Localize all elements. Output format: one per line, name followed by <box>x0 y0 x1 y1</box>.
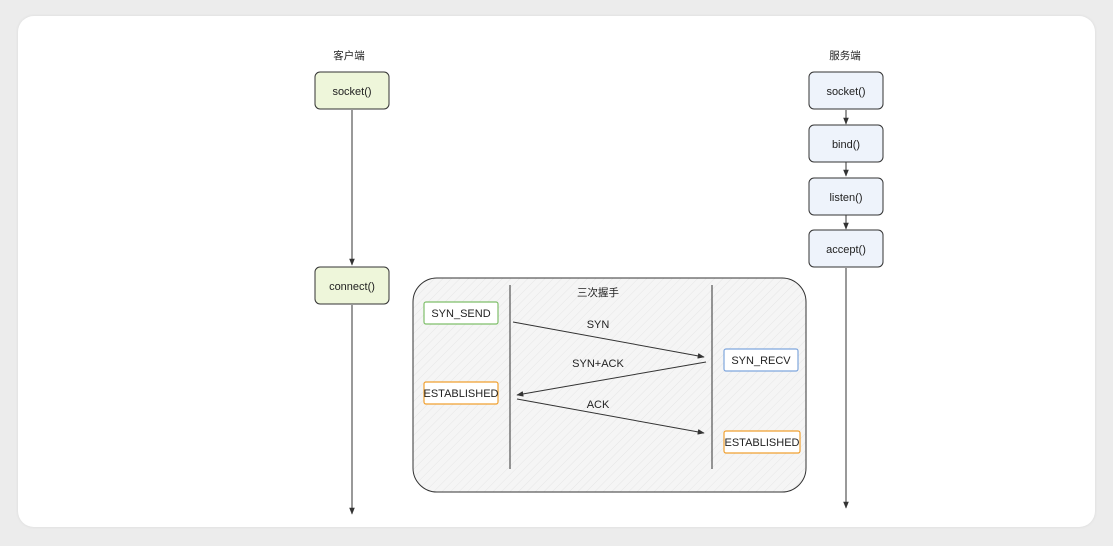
syn-arrow <box>512 321 705 359</box>
server-bind-box: bind() <box>808 124 884 163</box>
server-bind-label: bind() <box>832 139 860 151</box>
client-socket-box: socket() <box>314 71 390 110</box>
syn-recv-label: SYN_RECV <box>731 355 791 367</box>
client-connect-label: connect() <box>329 281 375 293</box>
syn-send-state: SYN_SEND <box>423 301 499 325</box>
server-established-state: ESTABLISHED <box>723 430 801 454</box>
server-listen-box: listen() <box>808 177 884 216</box>
ack-arrow <box>516 398 705 435</box>
client-socket-label: socket() <box>332 86 371 98</box>
server-socket-label: socket() <box>826 86 865 98</box>
syn-ack-arrow <box>516 361 707 397</box>
client-title: 客户端 <box>333 49 365 62</box>
client-connect-box: connect() <box>314 266 390 305</box>
client-established-state: ESTABLISHED <box>423 381 499 405</box>
server-listen-label: listen() <box>829 192 862 204</box>
server-accept-box: accept() <box>808 229 884 268</box>
syn-ack-label: SYN+ACK <box>572 358 624 370</box>
server-established-label: ESTABLISHED <box>725 437 800 449</box>
syn-label: SYN <box>587 319 610 331</box>
handshake-title: 三次握手 <box>577 286 619 299</box>
ack-label: ACK <box>587 399 610 411</box>
client-established-label: ESTABLISHED <box>424 388 499 400</box>
server-accept-label: accept() <box>826 244 866 256</box>
server-socket-box: socket() <box>808 71 884 110</box>
syn-recv-state: SYN_RECV <box>723 348 799 372</box>
handshake-panel: 三次握手 SYN_SEND ESTABLISHED SYN_RECV ESTAB… <box>412 277 807 493</box>
syn-send-label: SYN_SEND <box>431 308 490 320</box>
server-title: 服务端 <box>829 49 861 62</box>
